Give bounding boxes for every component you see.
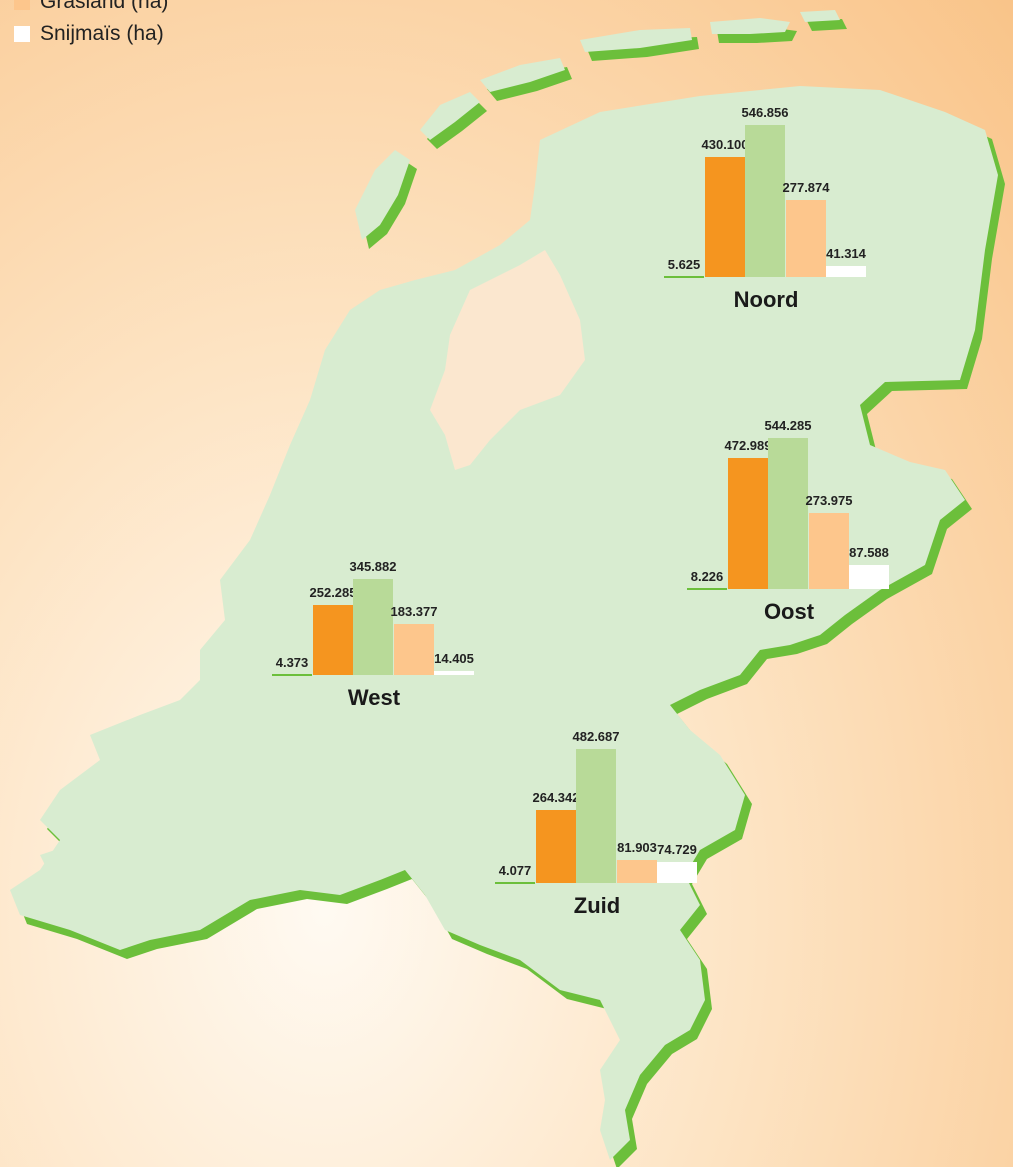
value-label: 264.342: [532, 790, 580, 805]
bar-noord-3: [786, 200, 826, 277]
bar-zuid-4: [657, 862, 697, 883]
value-label: 345.882: [349, 559, 397, 574]
bar-oost-4: [849, 565, 889, 589]
bar-zuid-2: [576, 749, 616, 883]
bar-west-0: [272, 674, 312, 676]
value-label: 472.989: [724, 438, 772, 453]
bar-noord-0: [664, 276, 704, 278]
value-label: 74.729: [657, 842, 697, 857]
value-label: 4.373: [275, 655, 309, 670]
map-land-shape: [40, 835, 195, 890]
bar-oost-1: [728, 458, 768, 589]
region-label: Zuid: [573, 893, 621, 918]
legend-label: Grasland (ha): [40, 0, 169, 13]
region-label: West: [347, 685, 401, 710]
value-label: 277.874: [782, 180, 830, 195]
region-label: Oost: [763, 599, 815, 624]
bar-zuid-1: [536, 810, 576, 883]
bar-west-2: [353, 579, 393, 675]
value-label: 41.314: [826, 246, 866, 261]
legend-item-snijmais: Snijmaïs (ha): [14, 18, 168, 50]
legend-item-grasland: Grasland (ha): [14, 0, 168, 18]
bar-oost-3: [809, 513, 849, 589]
legend-swatch: [14, 26, 30, 42]
value-label: 4.077: [498, 863, 532, 878]
bar-zuid-3: [617, 860, 657, 883]
map-land-shape: [10, 86, 998, 1160]
value-label: 482.687: [572, 729, 620, 744]
map-land-shape: [800, 10, 840, 22]
map-land-shape: [420, 92, 480, 140]
bar-noord-1: [705, 157, 745, 277]
map-shadow-shape: [807, 19, 847, 31]
map-land-shape: [480, 58, 565, 92]
bar-zuid-0: [495, 882, 535, 884]
value-label: 81.903: [617, 840, 657, 855]
value-label: 544.285: [764, 418, 812, 433]
value-label: 183.377: [390, 604, 438, 619]
value-label: 5.625: [667, 257, 701, 272]
map-land-shape: [580, 28, 692, 52]
map-shadow-shape: [487, 67, 572, 101]
map-shadow-shape: [427, 101, 487, 149]
bar-west-3: [394, 624, 434, 675]
value-label: 252.285: [309, 585, 357, 600]
bar-noord-4: [826, 266, 866, 277]
value-label: 8.226: [690, 569, 724, 584]
map-land-shape: [355, 150, 410, 240]
ijsselmeer-water: [430, 250, 585, 470]
bar-west-1: [313, 605, 353, 675]
bar-west-4: [434, 671, 474, 675]
value-label: 273.975: [805, 493, 853, 508]
bar-noord-2: [745, 125, 785, 277]
flevoland-shape: [468, 395, 650, 545]
legend: Grasland (ha) Snijmaïs (ha): [14, 0, 168, 50]
value-label: 430.100: [701, 137, 749, 152]
value-label: 14.405: [434, 651, 474, 666]
value-label: 87.588: [849, 545, 889, 560]
legend-swatch: [14, 0, 30, 10]
bar-oost-0: [687, 588, 727, 590]
region-label: Noord: [733, 287, 799, 312]
legend-label: Snijmaïs (ha): [40, 22, 164, 45]
map-land-shape: [710, 18, 790, 34]
value-label: 546.856: [741, 105, 789, 120]
bar-oost-2: [768, 438, 808, 589]
map-land-shape: [90, 770, 200, 830]
